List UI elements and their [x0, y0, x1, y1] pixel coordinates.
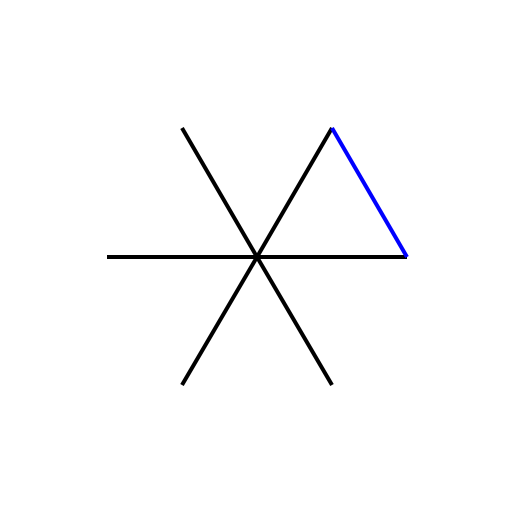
spoke-300-degrees: [255, 255, 334, 387]
spoke-120-degrees: [180, 126, 259, 259]
spoke-60-degrees: [255, 126, 334, 259]
connecting-edge-0-to-60: [330, 126, 409, 259]
spoke-240-degrees: [180, 255, 259, 387]
